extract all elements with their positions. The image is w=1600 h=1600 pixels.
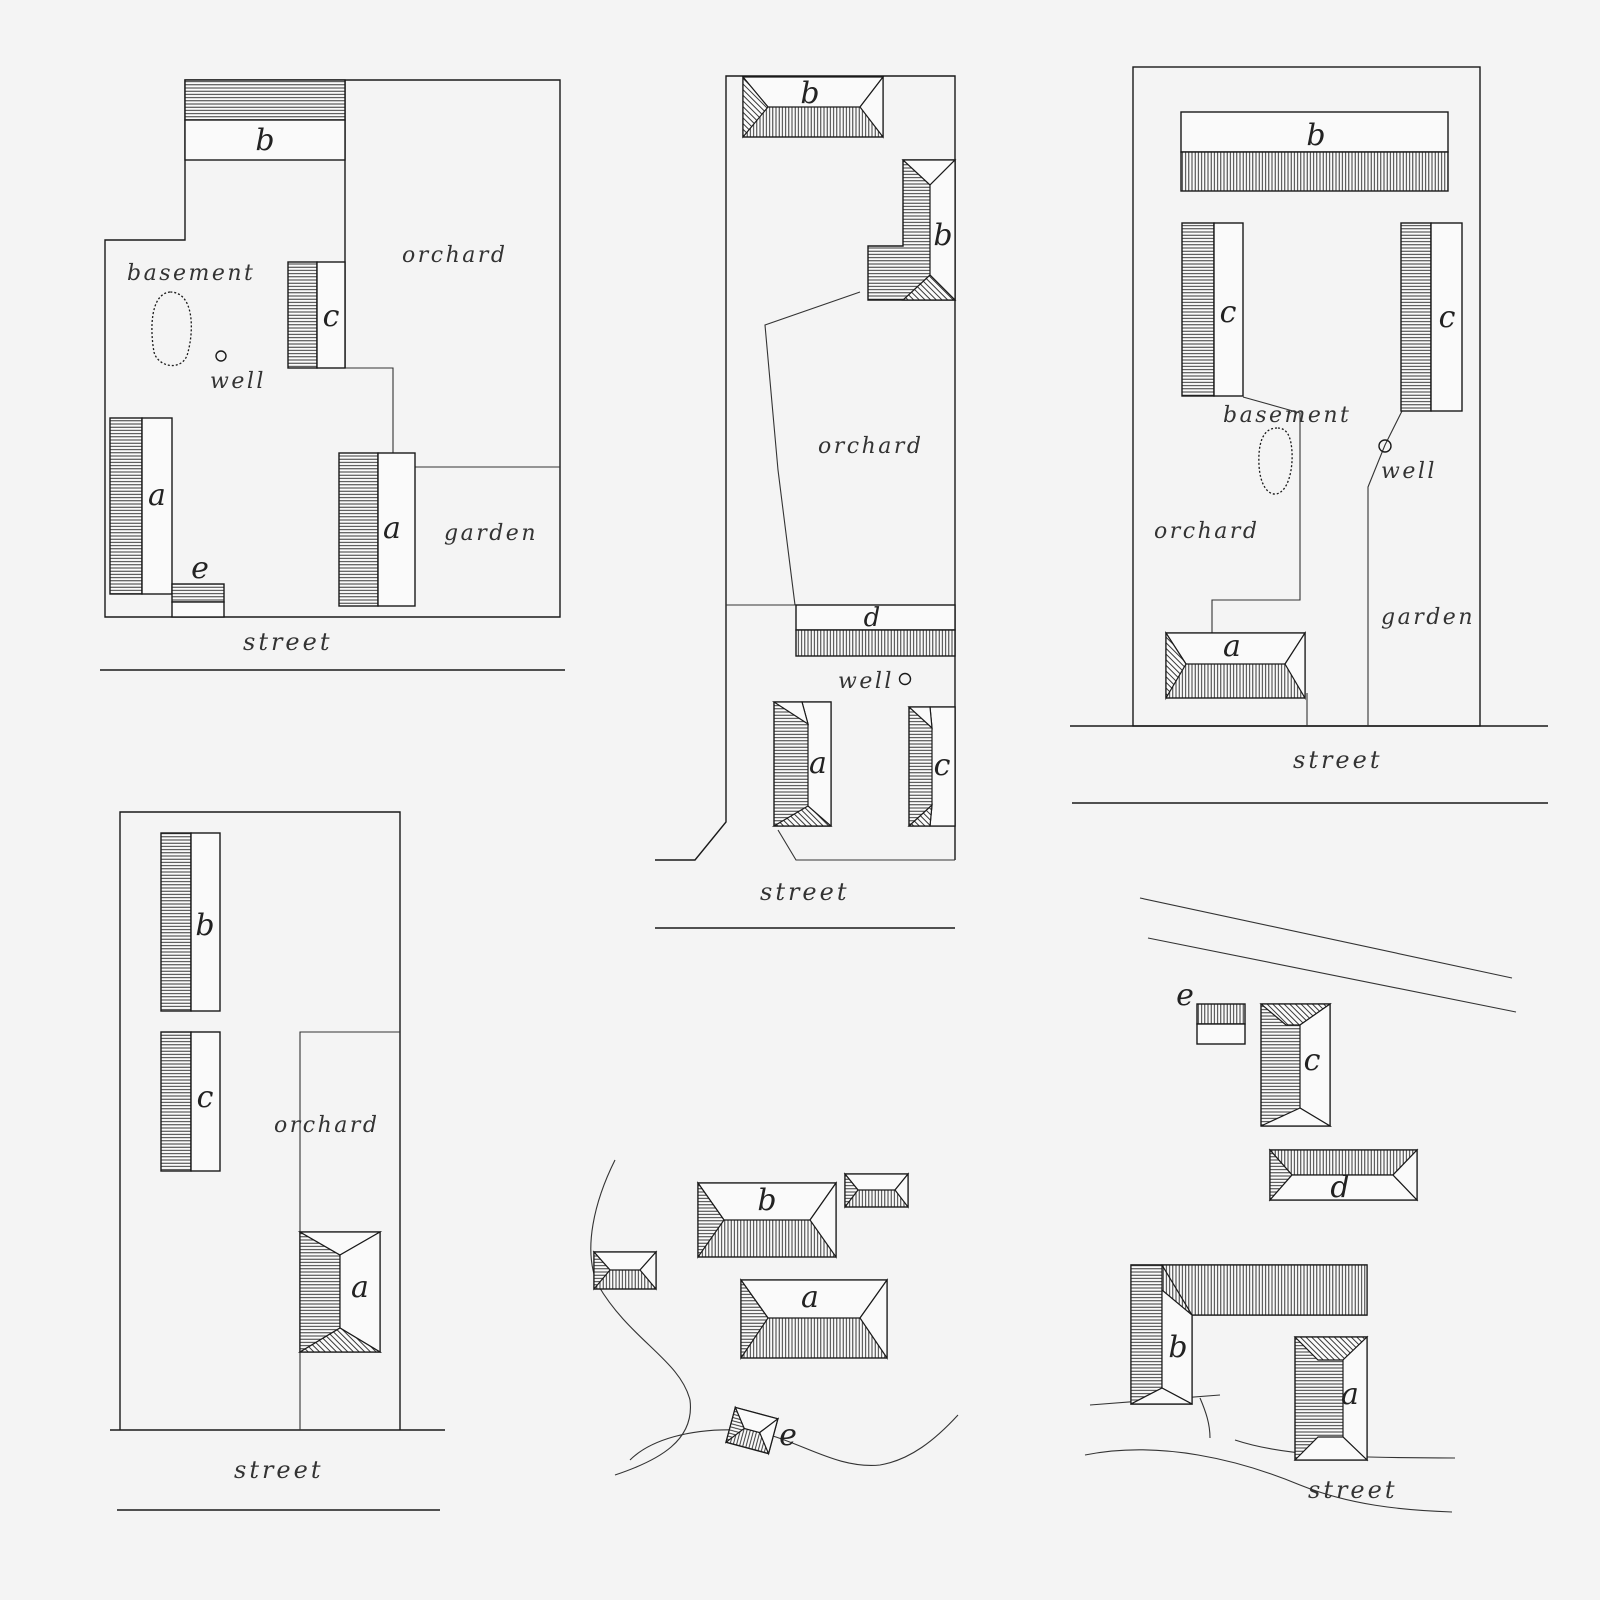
plan-1-path	[345, 367, 394, 453]
plan-4-street-label: street	[234, 1456, 323, 1484]
plan-3-path	[1211, 396, 1301, 633]
plan-3-basement-label: basement	[1223, 403, 1351, 428]
plan-1-label-a-left: a	[148, 478, 166, 513]
plan-5-label-e: e	[779, 1418, 797, 1453]
plan-1-label-a-right: a	[383, 511, 401, 546]
plan-2-well-label: well	[838, 669, 894, 694]
plan-5-road-west	[590, 1159, 691, 1476]
plan-6-label-e: e	[1176, 978, 1194, 1013]
plan-1-building-a: a	[338, 452, 416, 607]
plan-3-building-c-left: c	[1181, 222, 1244, 397]
plan-3-label-b: b	[1306, 118, 1325, 153]
plan-3-building-c-right: c	[1400, 222, 1463, 412]
plan-5-building-e	[724, 1405, 780, 1456]
plan-2-orchard-label: orchard	[818, 434, 923, 459]
plan-3-well-label: well	[1381, 459, 1437, 484]
plan-6-lane	[1199, 1397, 1211, 1439]
plan-5-small-building-left	[592, 1250, 658, 1291]
plan-2-label-b-ell: b	[933, 218, 952, 253]
plan-2-label-c: c	[934, 748, 951, 783]
plan-4-building-a: a	[297, 1230, 383, 1354]
plan-3-orchard-label: orchard	[1154, 519, 1259, 544]
plan-6-label-a: a	[1341, 1377, 1359, 1412]
plan-5-small-building-right	[843, 1172, 910, 1209]
plan-1-building-b: b	[184, 79, 346, 161]
plan-2-orchard-fence	[764, 291, 861, 606]
plan-1-garden-label: garden	[444, 521, 538, 546]
plan-4-orchard-fence	[299, 1031, 400, 1430]
plan-1-well-label: well	[210, 369, 266, 394]
plan-6-road-lower	[1147, 937, 1517, 1013]
plan-2-label-d: d	[864, 603, 881, 633]
plan-1-label-c: c	[323, 299, 340, 334]
plan-1-orchard-label: orchard	[402, 243, 507, 268]
plan-2: b b d a c orchard w	[655, 75, 957, 929]
plan-1-label-e: e	[191, 551, 209, 586]
plan-1-basement-pit	[151, 291, 192, 367]
plan-4-label-c: c	[197, 1080, 214, 1115]
plan-5-road-south	[629, 1414, 959, 1466]
plan-2-label-a: a	[809, 746, 827, 781]
plan-2-label-b-top: b	[800, 76, 819, 111]
plan-6-label-b: b	[1168, 1330, 1187, 1365]
plan-2-path	[777, 829, 955, 861]
plan-2-building-c: c	[907, 706, 956, 827]
plan-2-well-icon	[898, 672, 912, 686]
plan-2-building-a: a	[771, 701, 833, 827]
plan-5-label-a: a	[801, 1280, 819, 1315]
plan-4-building-c: c	[160, 1031, 221, 1172]
plan-3-label-c-right: c	[1439, 300, 1456, 335]
plan-5-building-b: b	[696, 1181, 838, 1259]
plan-6-building-c: c	[1259, 1002, 1333, 1128]
plan-4: b c a orchard street	[110, 811, 445, 1511]
plan-6: e c d b a	[1084, 897, 1517, 1513]
plan-3-basement-pit	[1258, 427, 1293, 495]
plan-1-label-b: b	[255, 123, 274, 158]
plan-3-label-a: a	[1223, 629, 1241, 664]
plan-5-label-b: b	[757, 1183, 776, 1218]
plan-2-street-label: street	[760, 878, 849, 906]
plan-3-building-b: b	[1180, 111, 1449, 192]
plan-3-street-label: street	[1293, 746, 1382, 774]
plan-4-orchard-label: orchard	[274, 1113, 379, 1138]
plan-2-building-b-ell: b	[867, 158, 957, 302]
plan-3-garden-label: garden	[1381, 605, 1475, 630]
plan-2-building-d: d	[795, 603, 956, 657]
plan-6-building-a: a	[1293, 1335, 1369, 1462]
plan-5: b a e	[590, 1159, 959, 1476]
plan-5-building-a: a	[739, 1278, 889, 1360]
plan-3-well-icon	[1378, 439, 1392, 453]
plan-6-label-d: d	[1330, 1170, 1349, 1205]
plan-6-building-d: d	[1268, 1148, 1419, 1205]
plan-4-label-a: a	[351, 1270, 369, 1305]
plan-3: b c c a basement well orchard garden str…	[1070, 66, 1548, 804]
plan-4-building-b: b	[160, 832, 221, 1012]
plan-6-road-upper	[1139, 897, 1513, 979]
plan-6-building-e: e	[1176, 978, 1246, 1045]
plan-1-basement-label: basement	[127, 261, 255, 286]
plan-1-building-c: c	[287, 261, 346, 369]
plan-1: b c a a e basement well orchard garden s…	[100, 79, 565, 671]
plan-3-label-c-left: c	[1220, 295, 1237, 330]
plan-1-building-e: e	[171, 551, 225, 618]
plan-1-street-label: street	[243, 628, 332, 656]
plan-4-boundary	[119, 811, 401, 1430]
plan-6-street-lower	[1084, 1449, 1453, 1513]
plan-6-label-c: c	[1304, 1043, 1321, 1078]
plan-1-well-icon	[215, 350, 227, 362]
plan-3-garden-fence	[1367, 410, 1403, 726]
plan-6-building-b: b	[1130, 1264, 1368, 1405]
plan-4-label-b: b	[195, 908, 214, 943]
plan-3-building-a: a	[1164, 629, 1307, 701]
plan-6-street-label: street	[1308, 1476, 1397, 1504]
plan-2-building-b-top: b	[741, 75, 885, 139]
plan-1-building-a2: a	[109, 417, 173, 595]
